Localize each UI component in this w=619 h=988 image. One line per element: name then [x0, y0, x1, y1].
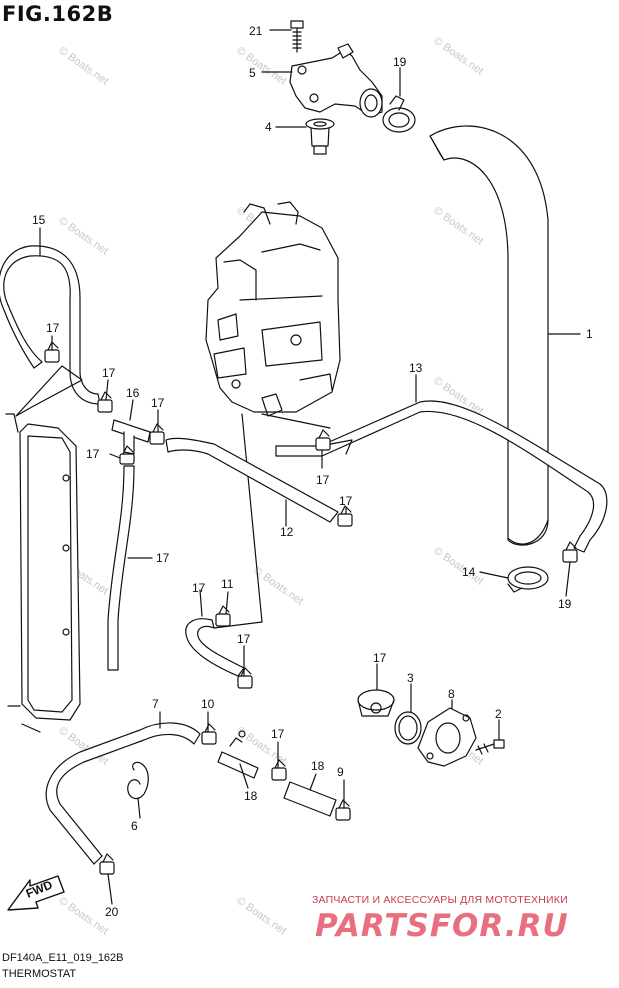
- callout-14: 17: [156, 551, 170, 565]
- clamp-17-d: [119, 445, 135, 465]
- t-fitting-16: [111, 419, 151, 455]
- forward-arrow: FWD: [7, 875, 65, 911]
- leader-engine-11: [241, 413, 263, 623]
- callout-17: 17: [86, 447, 100, 461]
- clamp-17-i: [237, 667, 253, 689]
- watermark: © Boats.net: [56, 215, 110, 258]
- callout-17: 17: [237, 632, 251, 646]
- callout-leaders: [39, 29, 581, 905]
- callout-1: 1: [586, 327, 593, 341]
- clamp-17-b: [97, 391, 113, 413]
- watermark: © Boats.net: [234, 895, 288, 938]
- clamp-17-k: [99, 853, 115, 875]
- hose-9: [283, 781, 337, 817]
- clamp-17-c: [149, 423, 165, 445]
- cooler-reference-lines: [5, 413, 41, 733]
- engine-block: [205, 201, 341, 417]
- watermark: © Boats.net: [56, 895, 110, 938]
- callout-3: 17: [373, 651, 387, 665]
- clamp-19-top: [382, 95, 416, 133]
- callout-4: 4: [265, 120, 272, 134]
- callout-10: 7: [152, 697, 159, 711]
- hose-11: [185, 618, 263, 677]
- clamp-17-f: [315, 429, 331, 451]
- hose-14: [107, 465, 135, 671]
- callout-17: 10: [201, 697, 215, 711]
- fitting-6: [217, 730, 259, 779]
- cover-2: [417, 707, 477, 767]
- clamp-20: [127, 761, 149, 800]
- callout-11: 17: [192, 581, 206, 595]
- reference-lines-left: [15, 365, 83, 417]
- watermark: © Boats.net: [431, 205, 485, 248]
- callout-18: 17: [271, 727, 285, 741]
- callout-17: 17: [46, 321, 60, 335]
- bolt-7: [475, 739, 505, 755]
- callout-17: 17: [316, 473, 330, 487]
- callout-5: 5: [249, 66, 256, 80]
- ad-tagline: ЗАПЧАСТИ И АКСЕССУАРЫ ДЛЯ МОТОТЕХНИКИ: [312, 894, 568, 906]
- callout-13: 13: [409, 361, 423, 375]
- callout-18: 9: [337, 765, 344, 779]
- hose-1: [429, 125, 549, 546]
- callout-12: 12: [280, 525, 294, 539]
- bolt-21: [290, 20, 304, 53]
- hose-10: [45, 722, 201, 865]
- callout-9: 18: [311, 759, 325, 773]
- section-name: THERMOSTAT: [2, 968, 77, 980]
- clamp-17-e: [337, 505, 353, 527]
- callout-17: 11: [221, 577, 234, 591]
- callout-7: 2: [495, 707, 502, 721]
- callout-21: 21: [249, 24, 263, 38]
- callout-19: 14: [462, 565, 476, 579]
- callout-8: 3: [407, 671, 414, 685]
- hose-13: [275, 400, 608, 553]
- callout-17: 17: [151, 396, 165, 410]
- clamp-18-a: [271, 759, 287, 781]
- watermark: © Boats.net: [431, 35, 485, 78]
- watermark: © Boats.net: [56, 45, 110, 88]
- clamp-17-g: [562, 541, 578, 563]
- clamp-17-j: [201, 723, 217, 745]
- o-ring-8: [394, 711, 422, 745]
- clamp-18-b: [335, 799, 351, 821]
- thermostat-3: [357, 689, 395, 717]
- callout-19: 19: [393, 55, 407, 69]
- callout-2: 8: [448, 687, 455, 701]
- clamp-17-h: [215, 605, 231, 627]
- leader-engine-13: [261, 413, 331, 429]
- callout-6: 18: [244, 789, 258, 803]
- callout-15: 15: [32, 213, 46, 227]
- callout-numbers: 21 5 19 4 15 1 17 17 16 17 13 17 17 17 1…: [32, 24, 593, 919]
- callout-17: 17: [339, 494, 353, 508]
- model-code: DF140A_E11_019_162B: [2, 952, 124, 964]
- hose-15: [0, 245, 101, 405]
- figure-title: FIG.162B: [2, 2, 114, 26]
- thermostat-4: [305, 118, 335, 155]
- hose-12: [165, 437, 339, 523]
- clamp-19-bottom: [507, 566, 549, 593]
- thermostat-cover-5: [289, 43, 383, 118]
- callout-20: 6: [131, 819, 138, 833]
- callout-16: 16: [126, 386, 140, 400]
- watermark: © Boats.net: [431, 545, 485, 588]
- callout-17: 19: [558, 597, 572, 611]
- callout-17: 20: [105, 905, 119, 919]
- callout-17: 17: [102, 366, 116, 380]
- brand-logo[interactable]: PARTSFOR.RU: [315, 908, 569, 944]
- oil-cooler: [19, 423, 81, 721]
- watermark: © Boats.net: [234, 45, 288, 88]
